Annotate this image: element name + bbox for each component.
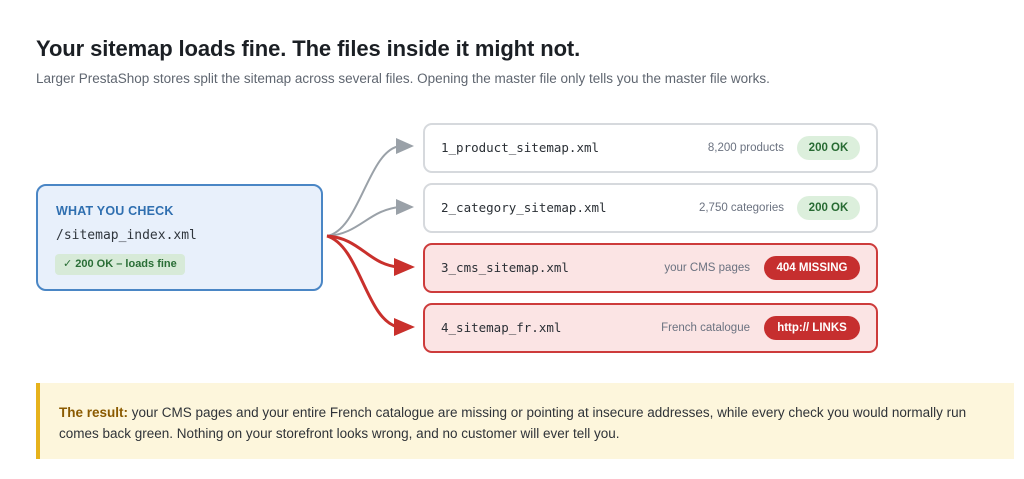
arrowhead-3 <box>394 258 415 276</box>
page-subtitle: Larger PrestaShop stores split the sitem… <box>36 71 770 86</box>
check-label: WHAT YOU CHECK <box>56 204 174 218</box>
result-callout: The result: your CMS pages and your enti… <box>36 383 1014 459</box>
file-meta: French catalogue <box>661 322 750 334</box>
result-text: The result: your CMS pages and your enti… <box>59 402 989 444</box>
connector-arrow-4 <box>326 234 399 329</box>
file-meta: 2,750 categories <box>698 202 784 214</box>
arrowhead-4 <box>394 318 415 336</box>
file-meta: your CMS pages <box>664 262 750 274</box>
result-lead: The result: <box>59 405 129 420</box>
status-badge: 404 MISSING <box>764 256 860 280</box>
result-body: your CMS pages and your entire French ca… <box>59 405 967 441</box>
check-path: /sitemap_index.xml <box>56 228 197 243</box>
file-box-category: 2_category_sitemap.xml 2,750 categories … <box>423 183 878 233</box>
status-badge: 200 OK <box>797 136 860 160</box>
check-box: WHAT YOU CHECK /sitemap_index.xml ✓ 200 … <box>36 184 323 291</box>
file-name: 3_cms_sitemap.xml <box>441 260 569 275</box>
file-box-cms: 3_cms_sitemap.xml your CMS pages 404 MIS… <box>423 243 878 293</box>
file-name: 1_product_sitemap.xml <box>441 140 600 155</box>
arrowhead-1 <box>396 138 414 154</box>
connector-arrow-1 <box>326 145 401 237</box>
file-name: 2_category_sitemap.xml <box>441 200 607 215</box>
page-title: Your sitemap loads fine. The files insid… <box>36 36 581 61</box>
check-status-badge: ✓ 200 OK – loads fine <box>55 254 185 275</box>
file-box-product: 1_product_sitemap.xml 8,200 products 200… <box>423 123 878 173</box>
connector-arrow-2 <box>326 206 401 237</box>
file-name: 4_sitemap_fr.xml <box>441 320 562 335</box>
connector-arrow-3 <box>326 234 399 269</box>
status-badge: http:// LINKS <box>764 316 860 340</box>
file-box-fr: 4_sitemap_fr.xml French catalogue http:/… <box>423 303 878 353</box>
file-meta: 8,200 products <box>707 142 784 154</box>
arrowhead-2 <box>396 199 414 215</box>
status-badge: 200 OK <box>797 196 860 220</box>
